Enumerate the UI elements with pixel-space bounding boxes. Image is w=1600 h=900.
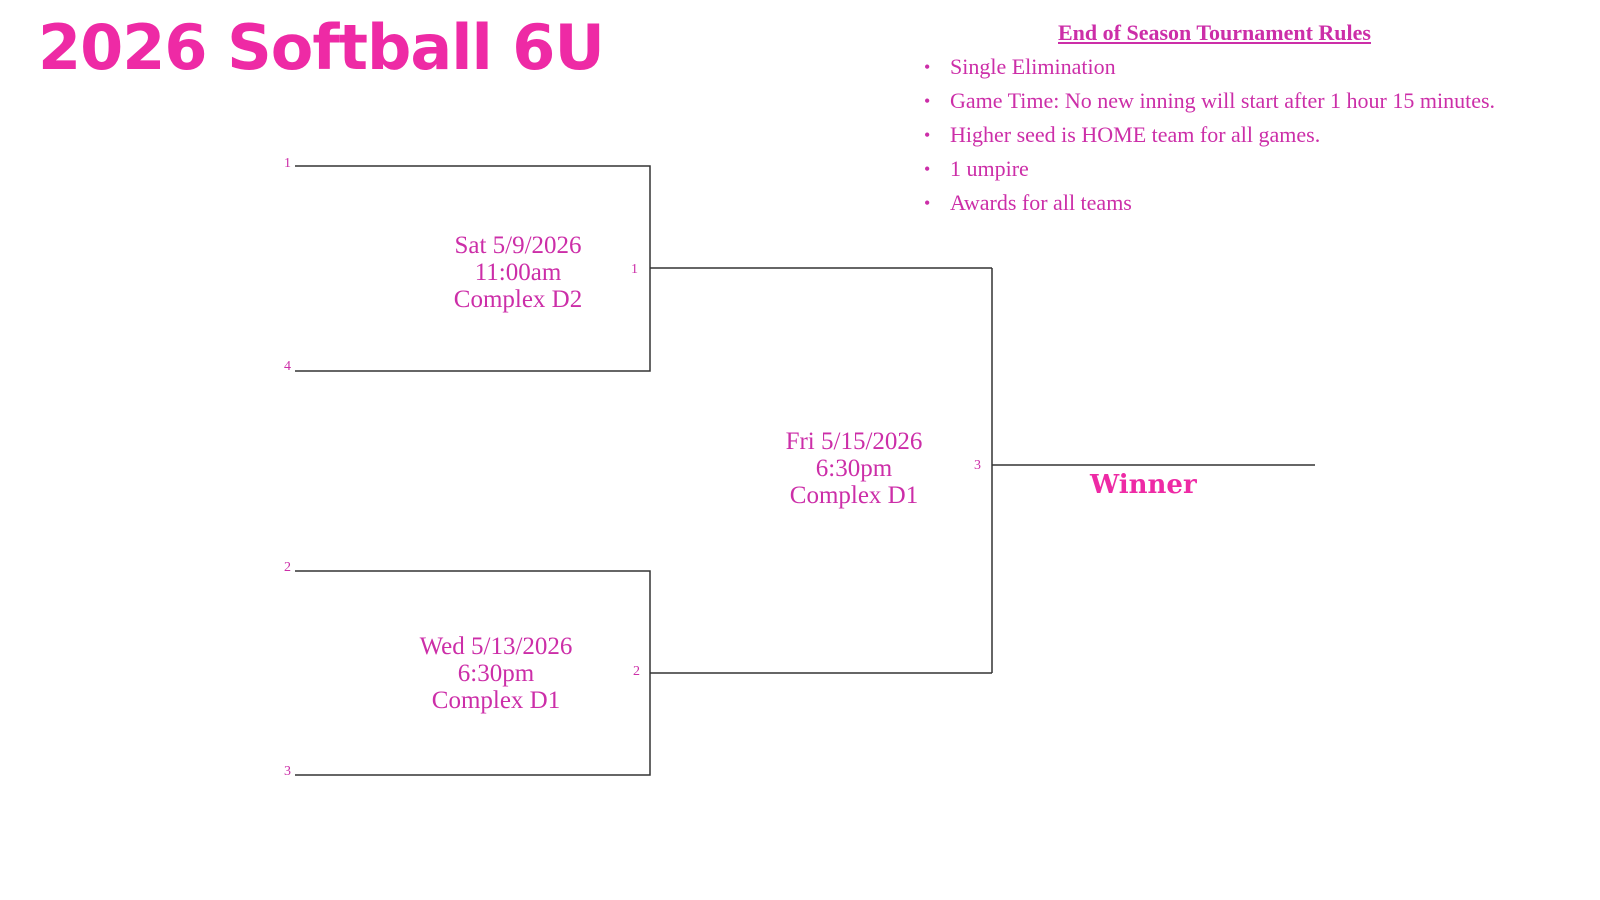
game-date: Wed 5/13/2026 — [419, 633, 573, 660]
game-date: Sat 5/9/2026 — [454, 232, 582, 259]
rule-text: 1 umpire — [950, 156, 1029, 181]
rule-text: Awards for all teams — [950, 190, 1132, 215]
bullet-icon: • — [924, 193, 931, 213]
game-final-info: Fri 5/15/2026 6:30pm Complex D1 — [744, 428, 964, 509]
rules-heading: End of Season Tournament Rules — [1058, 20, 1371, 45]
winner-label: Winner — [1090, 470, 1197, 500]
game-time: 11:00am — [474, 259, 562, 286]
rule-item: • Awards for all teams — [920, 186, 1590, 220]
rule-text: Single Elimination — [950, 54, 1116, 79]
rule-text: Higher seed is HOME team for all games. — [950, 122, 1321, 147]
game-date: Fri 5/15/2026 — [785, 428, 923, 455]
seed-label-final: 3 — [974, 458, 981, 473]
bullet-icon: • — [924, 91, 931, 111]
rule-item: • Higher seed is HOME team for all games. — [920, 118, 1590, 152]
seed-label-bottom-3: 3 — [284, 764, 291, 779]
seed-label-top-4: 4 — [284, 359, 291, 374]
bullet-icon: • — [924, 159, 931, 179]
seed-label-top-1: 1 — [284, 156, 291, 171]
bullet-icon: • — [924, 125, 931, 145]
rule-text: Game Time: No new inning will start afte… — [950, 88, 1496, 113]
bullet-icon: • — [924, 57, 931, 77]
rule-item: • Game Time: No new inning will start aft… — [920, 84, 1590, 118]
game-location: Complex D2 — [453, 286, 583, 313]
seed-label-game2-winner: 2 — [633, 664, 640, 679]
rule-item: • 1 umpire — [920, 152, 1590, 186]
rule-item: • Single Elimination — [920, 50, 1590, 84]
game-location: Complex D1 — [431, 687, 561, 714]
game-time: 6:30pm — [815, 455, 893, 482]
seed-label-game1-winner: 1 — [631, 262, 638, 277]
page-title: 2026 Softball 6U — [38, 11, 605, 84]
rules-panel: End of Season Tournament Rules • Single E… — [920, 16, 1590, 220]
game-location: Complex D1 — [789, 482, 919, 509]
rules-list: • Single Elimination • Game Time: No new i… — [920, 50, 1590, 220]
game-1-info: Sat 5/9/2026 11:00am Complex D2 — [408, 232, 628, 313]
game-2-info: Wed 5/13/2026 6:30pm Complex D1 — [386, 633, 606, 714]
game-time: 6:30pm — [457, 660, 535, 687]
seed-label-bottom-2: 2 — [284, 560, 291, 575]
